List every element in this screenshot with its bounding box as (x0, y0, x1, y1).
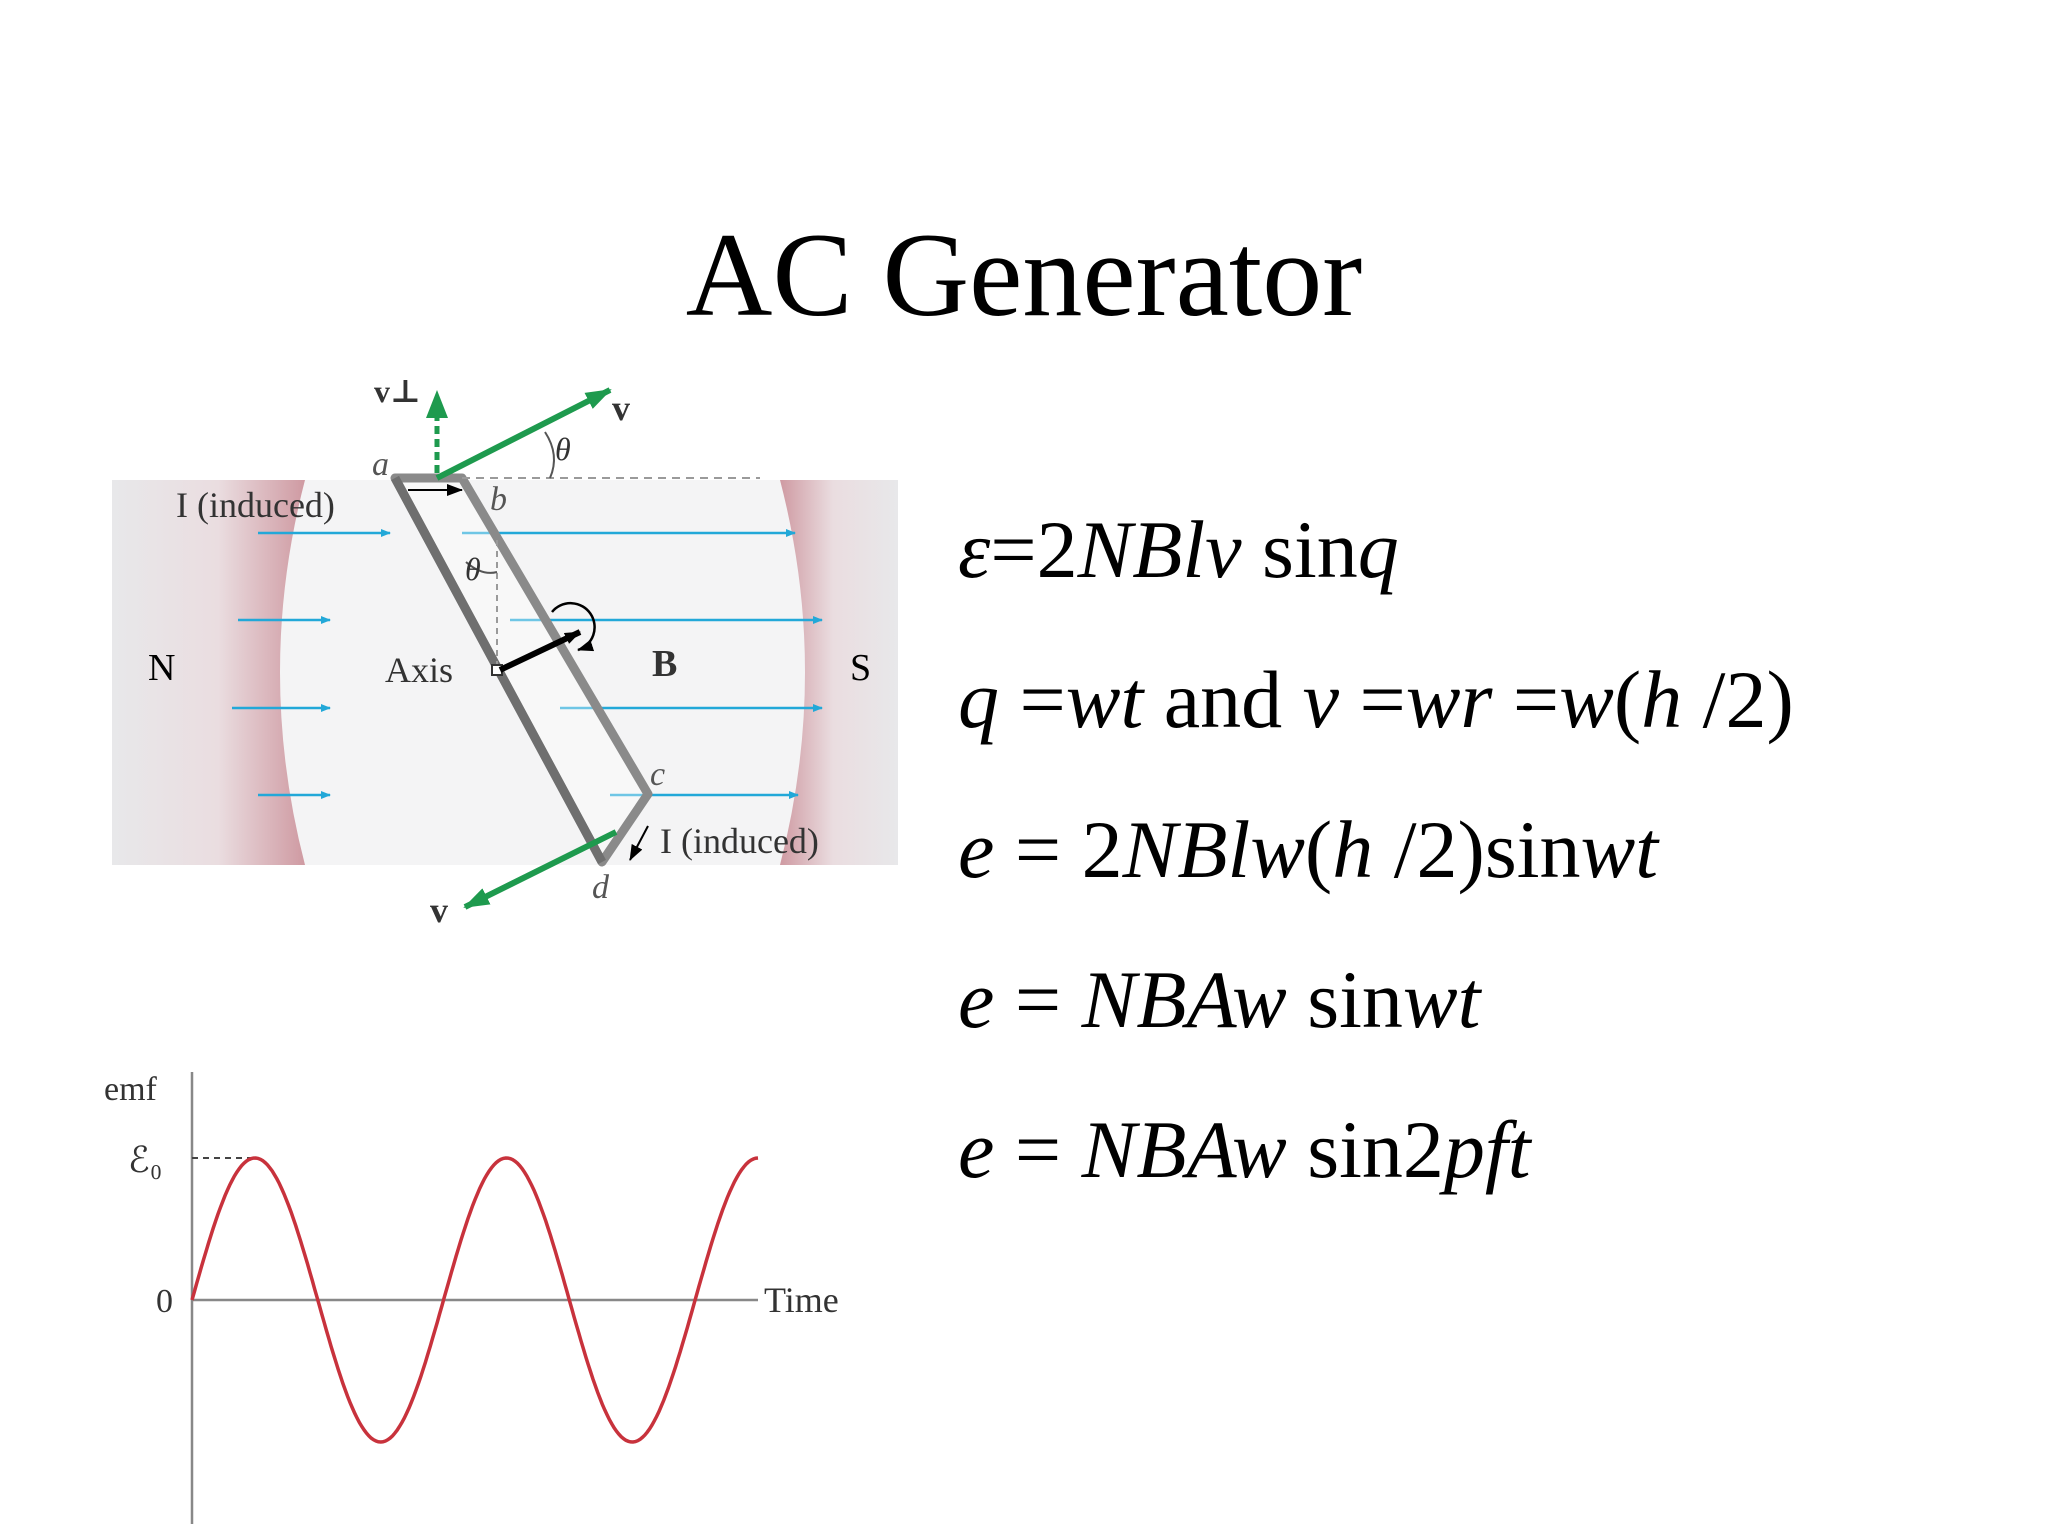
eq1-equals: = (990, 504, 1037, 595)
eq4-function: sin (1307, 954, 1403, 1045)
eq3-variables: NBlw (1122, 804, 1305, 895)
equations-block: ε=2NBlv sinq q =wt and v =wr =w(h /2) e … (958, 475, 1794, 1225)
corner-d-label: d (592, 869, 610, 906)
equation-2: q =wt and v =wr =w(h /2) (958, 625, 1794, 775)
equation-5: e = NBAw sin2pft (958, 1075, 1794, 1225)
eq1-function: sin (1262, 504, 1358, 595)
south-magnet (780, 480, 898, 865)
equation-1: ε=2NBlv sinq (958, 475, 1794, 625)
eq3-h: h (1332, 804, 1374, 895)
eq1-argument: q (1357, 504, 1399, 595)
north-pole-label: N (148, 647, 175, 689)
corner-b-label: b (490, 481, 507, 518)
radius-arrow (498, 629, 582, 673)
eq3-equals: = (1014, 804, 1062, 895)
emf-graph: emf ℰ₀ 0 Time (104, 1071, 839, 1524)
eq4-equals: = (1014, 954, 1062, 1045)
axis-label: Axis (385, 650, 453, 690)
eq2-h: h (1641, 654, 1683, 745)
eq5-argument: pft (1443, 1104, 1531, 1195)
corner-c-label: c (650, 756, 665, 793)
eq2-wr: wr (1405, 654, 1493, 745)
velocity-arrow-bottom (463, 829, 618, 910)
eq3-slash: / (1393, 804, 1417, 895)
eq3-open-paren: ( (1304, 804, 1333, 895)
eq1-variables: NBlv (1077, 504, 1242, 595)
graph-peak-label: ℰ₀ (128, 1140, 162, 1180)
eq2-slash: / (1702, 654, 1726, 745)
eq3-function: sin (1484, 804, 1581, 895)
eq4-lhs: e (958, 954, 995, 1045)
eq4-variables: NBAw (1081, 954, 1287, 1045)
velocity-label-bottom: v (430, 890, 448, 930)
equation-3: e = 2NBlw(h /2)sinwt (958, 775, 1794, 925)
eq3-coefficient: 2 (1081, 804, 1123, 895)
north-magnet (112, 480, 305, 865)
velocity-arrow-top (435, 387, 612, 481)
slide-title: AC Generator (685, 208, 1363, 341)
eq4-argument: wt (1402, 954, 1481, 1045)
v-perp-label: v⊥ (374, 373, 421, 409)
eq3-argument: wt (1580, 804, 1659, 895)
eq2-wt: wt (1065, 654, 1144, 745)
eq2-and: and (1163, 654, 1283, 745)
current-arrow-bottom (629, 825, 649, 861)
eq5-lhs: e (958, 1104, 995, 1195)
equation-4: e = NBAw sinwt (958, 925, 1794, 1075)
eq5-coefficient: 2 (1402, 1104, 1444, 1195)
eq5-function: sin (1307, 1104, 1403, 1195)
angle-arc-mid (465, 561, 498, 574)
south-pole-label: S (850, 647, 871, 689)
corner-a-label: a (372, 446, 389, 483)
graph-x-label: Time (764, 1280, 839, 1320)
emf-curve (190, 1156, 759, 1444)
v-perp-arrowhead (426, 390, 448, 418)
field-label: B (652, 643, 677, 685)
eq3-close-paren: ) (1457, 804, 1485, 895)
velocity-label-top: v (612, 388, 630, 428)
eq2-two: 2 (1725, 654, 1767, 745)
eq2-equals-3: = (1512, 654, 1560, 745)
eq2-v: v (1302, 654, 1340, 745)
graph-y-label: emf (104, 1071, 158, 1108)
angle-label-mid: θ (465, 551, 481, 587)
eq5-variables: NBAw (1081, 1104, 1287, 1195)
graph-zero-label: 0 (156, 1283, 173, 1320)
eq5-equals: = (1014, 1104, 1062, 1195)
eq2-open-paren: ( (1613, 654, 1642, 745)
eq1-coefficient: 2 (1036, 504, 1078, 595)
rotation-arrow-icon (551, 601, 596, 652)
eq2-close-paren: ) (1766, 654, 1794, 745)
eq1-lhs: ε (958, 504, 991, 595)
eq2-equals-1: = (1019, 654, 1066, 745)
eq3-lhs: e (958, 804, 995, 895)
eq2-q: q (958, 654, 999, 745)
angle-arc-top (544, 431, 555, 479)
angle-label-top: θ (555, 431, 571, 467)
current-label-top: I (induced) (176, 485, 335, 525)
eq2-equals-2: = (1359, 654, 1406, 745)
field-lines (232, 529, 823, 799)
eq2-w: w (1559, 654, 1614, 745)
current-label-bottom: I (induced) (660, 821, 819, 861)
eq3-two: 2 (1416, 804, 1458, 895)
